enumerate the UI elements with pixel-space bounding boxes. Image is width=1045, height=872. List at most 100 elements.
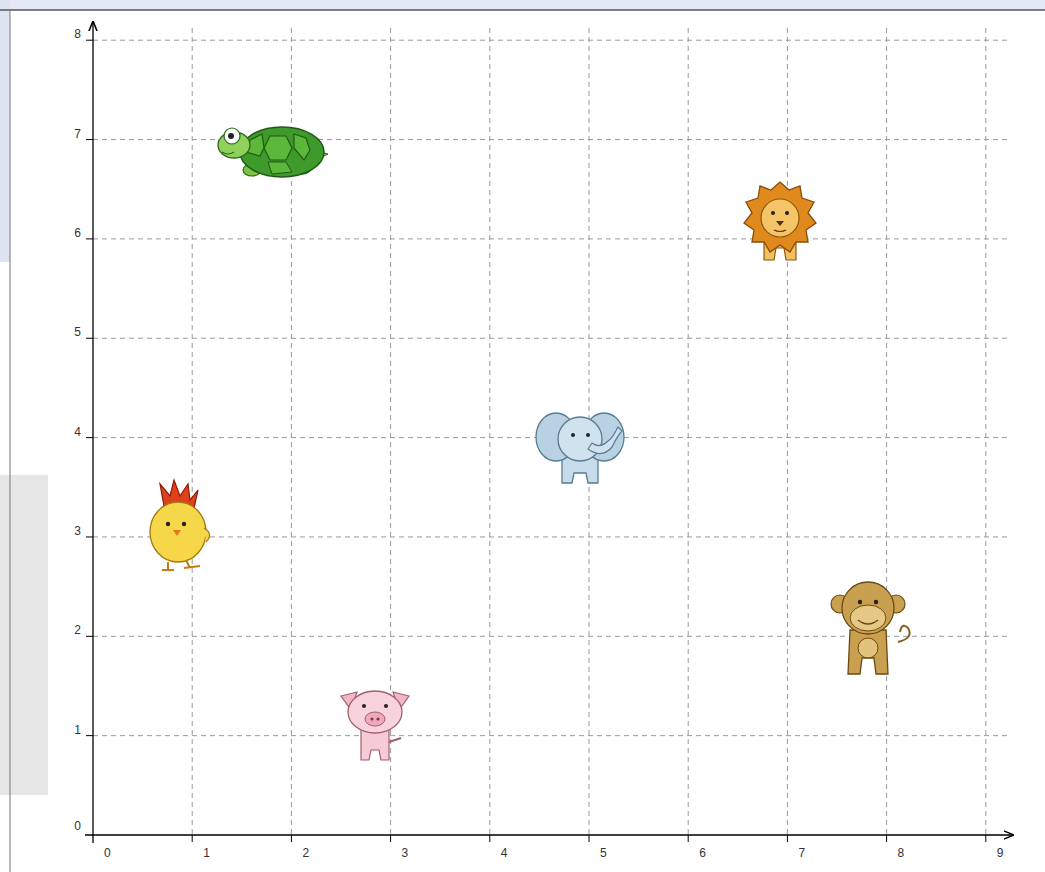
x-axis-number: 9 xyxy=(997,846,1004,860)
tick-marks xyxy=(589,835,590,842)
x-axis-number: 0 xyxy=(104,846,111,860)
y-axis-number: 5 xyxy=(74,325,81,339)
lion-picture xyxy=(776,221,784,226)
monkey-picture xyxy=(858,600,862,604)
monkey-picture xyxy=(858,638,878,658)
tick-marks xyxy=(787,835,788,842)
pig-picture xyxy=(384,704,388,708)
lion-picture xyxy=(785,211,789,215)
pig-picture xyxy=(362,704,366,708)
axes xyxy=(85,834,1013,835)
chick-picture xyxy=(166,522,170,526)
grid-lines xyxy=(93,28,1010,835)
tick-marks xyxy=(86,238,93,239)
turtle-picture xyxy=(268,162,292,174)
pig-picture xyxy=(389,738,401,742)
chick-picture xyxy=(173,530,181,536)
tick-marks xyxy=(86,636,93,637)
tick-marks xyxy=(390,835,391,842)
monkey-picture xyxy=(850,605,886,631)
elephant-picture xyxy=(571,433,575,437)
chick-picture xyxy=(150,480,210,570)
monkey-picture xyxy=(858,620,878,624)
y-axis-number: 8 xyxy=(74,27,81,41)
turtle-picture xyxy=(222,152,234,154)
tick-marks xyxy=(86,40,986,842)
grid-lines xyxy=(688,28,689,835)
elephant-picture xyxy=(536,413,624,483)
turtle-picture xyxy=(228,133,234,139)
monkey-picture xyxy=(874,600,878,604)
turtle-picture xyxy=(218,127,328,177)
background-marks xyxy=(10,10,11,872)
y-axis-number: 6 xyxy=(74,226,81,240)
lion-picture xyxy=(761,199,799,237)
x-axis-number: 3 xyxy=(402,846,409,860)
x-axis-number: 5 xyxy=(600,846,607,860)
lion-picture xyxy=(774,230,786,232)
monkey-picture xyxy=(831,582,910,674)
y-axis-number: 2 xyxy=(74,623,81,637)
elephant-picture xyxy=(588,427,622,454)
lion-picture xyxy=(744,182,816,260)
monkey-picture xyxy=(842,582,894,634)
pig-picture xyxy=(365,712,385,726)
background-marks xyxy=(0,475,48,795)
tick-marks xyxy=(192,835,193,842)
grid-lines xyxy=(985,28,986,835)
x-axis-number: 7 xyxy=(798,846,805,860)
y-axis-number: 4 xyxy=(74,425,81,439)
tick-marks xyxy=(86,40,93,41)
y-axis-number: 0 xyxy=(74,819,81,833)
tick-marks xyxy=(291,835,292,842)
pig-picture xyxy=(376,717,379,720)
x-axis-number: 8 xyxy=(898,846,905,860)
axes xyxy=(85,22,1013,843)
grid-lines xyxy=(93,536,1010,537)
background-marks xyxy=(0,9,1045,11)
x-axis-number: 6 xyxy=(699,846,706,860)
tick-marks xyxy=(86,139,93,140)
pig-picture xyxy=(370,717,373,720)
x-axis-number: 1 xyxy=(203,846,210,860)
background-marks xyxy=(0,0,10,262)
lion-picture xyxy=(771,211,775,215)
y-axis-number: 1 xyxy=(74,723,81,737)
grid-lines xyxy=(489,28,490,835)
turtle-picture xyxy=(224,128,240,144)
grid-lines xyxy=(787,28,788,835)
monkey-picture xyxy=(898,626,910,642)
turtle-picture xyxy=(240,127,324,177)
chick-picture xyxy=(162,560,200,570)
grid-lines xyxy=(93,40,1010,41)
turtle-picture xyxy=(264,136,292,160)
tick-marks xyxy=(886,835,887,842)
monkey-picture xyxy=(848,630,888,674)
grid-lines xyxy=(886,28,887,835)
pig-picture xyxy=(341,691,409,760)
grid-lines xyxy=(93,735,1010,736)
elephant-picture xyxy=(586,433,590,437)
tick-marks xyxy=(86,338,93,339)
chick-picture xyxy=(204,528,210,542)
chick-picture xyxy=(150,502,206,562)
turtle-picture xyxy=(294,134,310,160)
x-axis-number: 2 xyxy=(302,846,309,860)
tick-marks xyxy=(86,437,93,438)
grid-lines xyxy=(93,238,1010,239)
tick-marks xyxy=(688,835,689,842)
tick-marks xyxy=(86,735,93,736)
grid-lines xyxy=(93,338,1010,339)
grid-lines xyxy=(192,28,193,835)
tick-marks xyxy=(985,835,986,842)
lion-picture xyxy=(744,182,816,252)
axes xyxy=(92,22,93,843)
y-axis-number: 3 xyxy=(74,524,81,538)
x-axis-number: 4 xyxy=(501,846,508,860)
tick-marks xyxy=(86,536,93,537)
tick-marks xyxy=(489,835,490,842)
y-axis-number: 7 xyxy=(74,127,81,141)
